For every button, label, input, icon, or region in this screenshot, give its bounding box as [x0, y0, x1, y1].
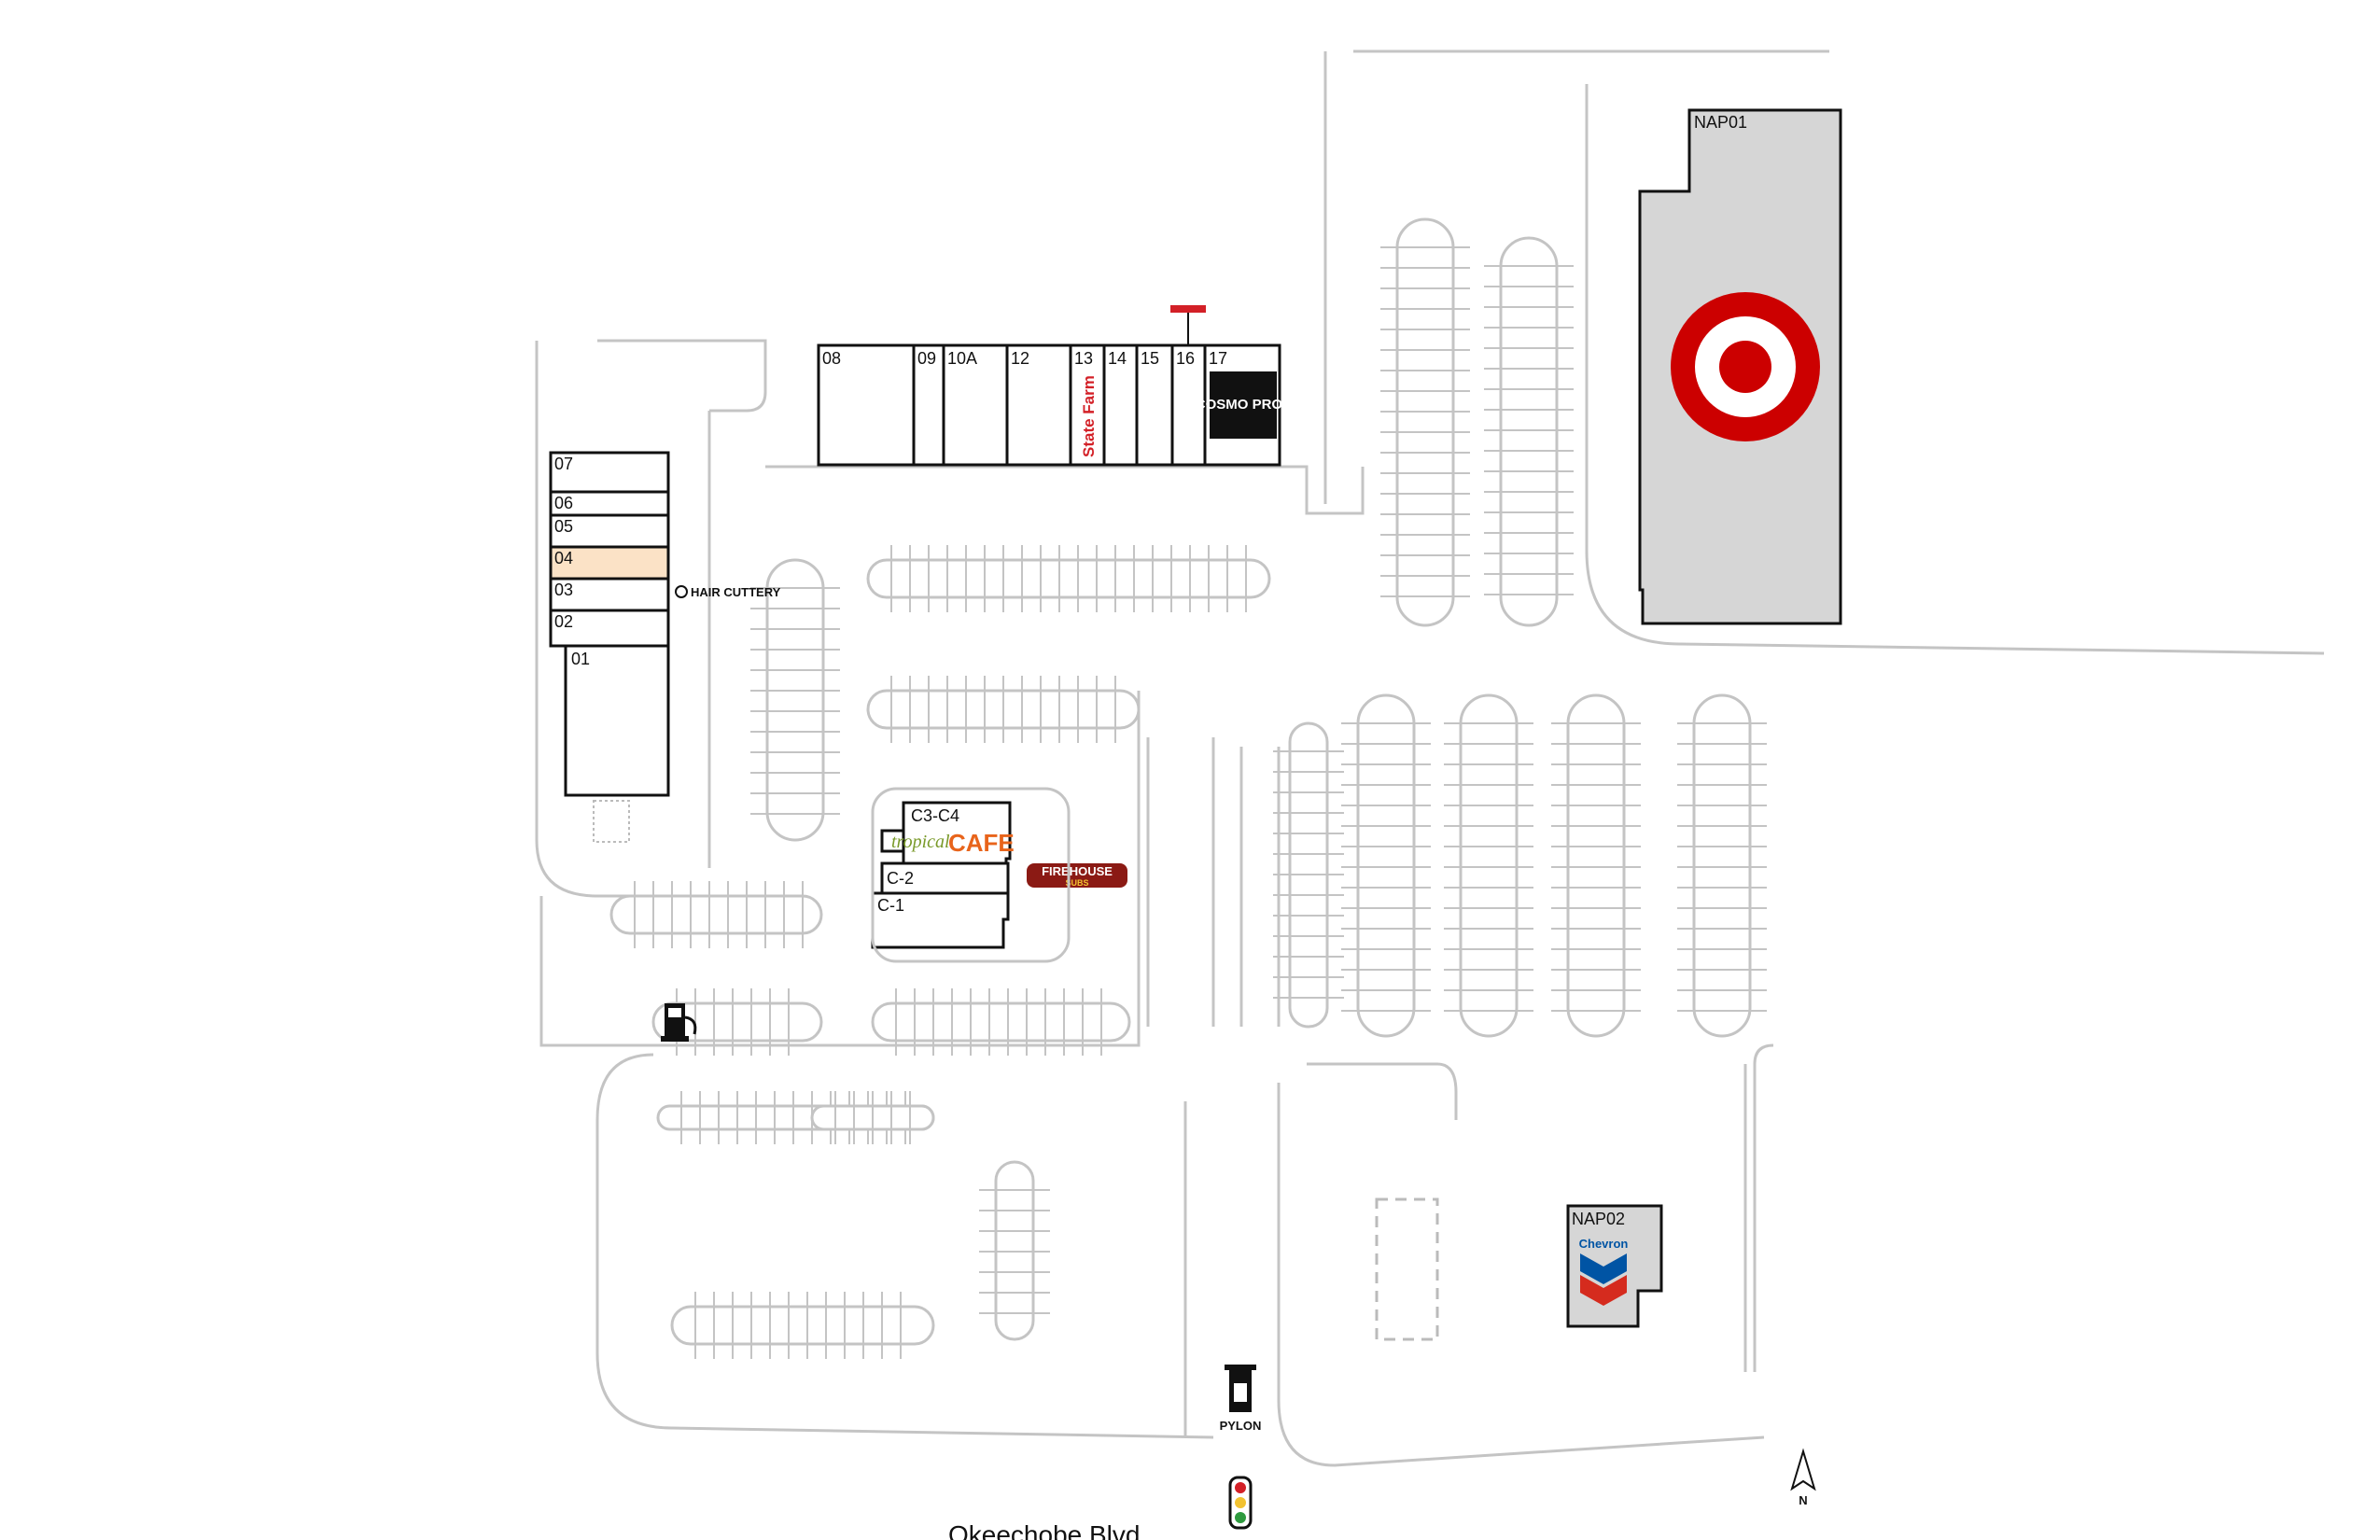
unit-13-box[interactable] — [1069, 343, 1106, 467]
parking-island — [1395, 217, 1455, 627]
unit-c-1-label: C-1 — [877, 896, 904, 915]
unit-03-box[interactable] — [549, 577, 670, 612]
unit-nap01-label: NAP01 — [1694, 113, 1747, 132]
parking-island — [1459, 693, 1519, 1038]
future-pad — [1375, 1197, 1439, 1341]
parking-island — [765, 558, 825, 842]
unit-04-box[interactable] — [549, 545, 670, 581]
unit-13-label: 13 — [1074, 349, 1093, 368]
north-arrow-icon: N — [1790, 1448, 1816, 1507]
tropical-cafe-logo-b: CAFE — [948, 829, 1015, 857]
unit-c-2-label: C-2 — [887, 869, 914, 888]
unit-04-label: 04 — [554, 549, 573, 567]
cosmo-prof-logo-box — [1210, 371, 1277, 439]
parking-island — [609, 894, 823, 935]
unit-16-label: 16 — [1176, 349, 1195, 368]
parking-island — [1692, 693, 1752, 1038]
unit-05-label: 05 — [554, 517, 573, 536]
unit-08-label: 08 — [822, 349, 841, 368]
firehouse-logo-b: SUBS — [1065, 878, 1088, 888]
firehouse-logo-a: FIREHOUSE — [1042, 864, 1113, 878]
sign-post-icon — [1170, 305, 1206, 313]
unit-c-1-box[interactable] — [871, 891, 1010, 949]
chevron-outparcel: NAP02 Chevron — [1375, 1197, 1663, 1341]
state-farm-logo: State Farm — [1080, 375, 1098, 457]
unit-02-box[interactable] — [549, 609, 670, 648]
ev-charger-icon — [661, 1003, 697, 1042]
chevron-logo — [1580, 1253, 1627, 1306]
outparcel-c: C3-C4 C-2 C-1 tropical CAFE FIREHOUSE SU… — [871, 787, 1127, 963]
north-label: N — [1799, 1493, 1807, 1507]
unit-06-box[interactable] — [549, 490, 670, 517]
target-anchor: NAP01 — [1638, 108, 1842, 625]
chevron-logo-text: Chevron — [1579, 1237, 1629, 1251]
unit-c-2-box[interactable] — [880, 861, 1010, 895]
hair-cuttery-logo: HAIR CUTTERY — [691, 585, 781, 599]
unit-06-label: 06 — [554, 494, 573, 512]
parking-island — [1566, 693, 1626, 1038]
unit-10a-box[interactable] — [942, 343, 1009, 467]
parking-island — [1499, 236, 1559, 627]
unit-16-box[interactable] — [1170, 343, 1207, 467]
parking-island — [1356, 693, 1416, 1038]
unit-09-label: 09 — [917, 349, 936, 368]
tropical-cafe-logo-a: tropical — [891, 832, 950, 852]
unit-15-label: 15 — [1141, 349, 1159, 368]
north-strip: 08 09 10A 12 13 14 15 16 17 State Farm C… — [817, 305, 1292, 467]
unit-17-label: 17 — [1209, 349, 1227, 368]
parking-island — [866, 558, 1271, 599]
unit-c3-c4-label: C3-C4 — [911, 806, 959, 825]
unit-05-box[interactable] — [549, 513, 670, 549]
unit-01-box[interactable] — [564, 644, 670, 797]
unit-nap02-label: NAP02 — [1572, 1210, 1625, 1228]
unit-12-label: 12 — [1011, 349, 1029, 368]
unit-07-label: 07 — [554, 455, 573, 473]
west-strip: 07 06 05 04 03 02 01 HAIR CUTTERY — [549, 451, 781, 843]
parking-island — [670, 1305, 935, 1346]
parking-rows — [609, 217, 1767, 1359]
unit-02-label: 02 — [554, 612, 573, 631]
road-label: Okeechobe Blvd — [948, 1520, 1140, 1540]
traffic-light-icon — [1228, 1476, 1253, 1530]
target-logo — [1671, 292, 1820, 441]
unit-01-label: 01 — [571, 650, 590, 668]
firehouse-logo-box — [1027, 863, 1127, 888]
unit-03-label: 03 — [554, 581, 573, 599]
unit-14-box[interactable] — [1102, 343, 1139, 467]
unit-14-label: 14 — [1108, 349, 1127, 368]
pylon-label: PYLON — [1220, 1419, 1262, 1433]
parking-island — [871, 1001, 1131, 1043]
pylon-sign-icon: PYLON — [1220, 1365, 1262, 1433]
hair-cuttery-icon — [675, 585, 688, 598]
cosmo-prof-logo: COSMO PROF — [1196, 397, 1292, 413]
unit-08-box[interactable] — [817, 343, 916, 467]
unit-07-box[interactable] — [549, 451, 670, 494]
unit-10a-label: 10A — [947, 349, 977, 368]
